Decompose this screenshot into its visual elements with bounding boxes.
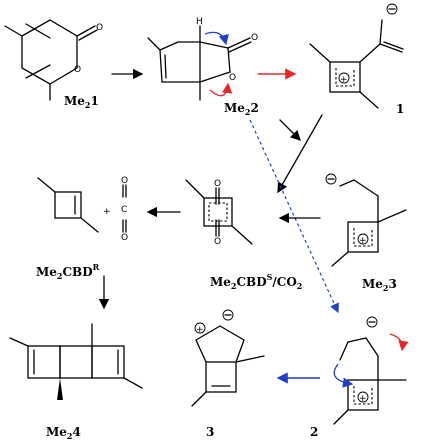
- atom-o-co2-bottom: O: [121, 233, 128, 243]
- label-me-4: Me24: [46, 425, 81, 441]
- atom-h: H: [196, 17, 203, 27]
- arrow-2-to-cbd: [279, 119, 301, 141]
- plus-cbd-co2: +: [103, 207, 111, 217]
- curved-arrow-blue-2: [333, 363, 354, 388]
- structure-me2-1: [4, 19, 98, 101]
- label-2: 2: [310, 425, 318, 439]
- plus-sign-cmpd2: +: [359, 394, 367, 404]
- cation-plus-cmpd3: [194, 322, 206, 334]
- structure-me2-3: [331, 179, 407, 267]
- structure-me2-cbd-s: [185, 179, 253, 245]
- cation-plus: [338, 72, 350, 84]
- anion-minus: [386, 3, 398, 15]
- label-me-1: Me21: [64, 94, 99, 110]
- atom-o-ring-2: O: [229, 73, 236, 83]
- label-3: 3: [206, 425, 214, 439]
- label-me-3: Me23: [362, 277, 397, 293]
- label-1: 1: [396, 102, 404, 116]
- anion-minus-3: [325, 173, 337, 185]
- atom-o-ring: O: [74, 65, 81, 75]
- anion-minus-cmpd3: [222, 309, 234, 321]
- double-bond: [25, 23, 51, 39]
- plus-sign-3: +: [359, 236, 367, 246]
- structure-co2: [122, 184, 127, 233]
- structure-me2-4: [9, 323, 143, 400]
- atom-o-carbonyl-2: O: [251, 33, 258, 43]
- curved-arrow-red-2: [389, 333, 409, 352]
- arrow-1-to-cbd: [277, 114, 323, 194]
- structure-me2-cbd-r: [37, 177, 99, 233]
- atom-o-cbds-top: O: [214, 179, 221, 189]
- cation-plus-cmpd2: [357, 391, 369, 403]
- anion-minus-cmpd2: [366, 316, 378, 328]
- label-me-cbd-r: Me2CBDR: [36, 262, 100, 281]
- carbonyl-bond: [76, 25, 96, 37]
- label-me-2: Me22: [224, 101, 259, 117]
- curved-arrow-red-1: [209, 82, 233, 97]
- structure-2: [333, 337, 407, 425]
- plus-sign-cmpd3: +: [196, 325, 204, 335]
- atom-o-cbds-bottom: O: [214, 237, 221, 247]
- methyl-bond: [4, 25, 23, 37]
- atom-o-carbonyl: O: [96, 23, 103, 33]
- structure-1: [309, 19, 404, 109]
- plus-sign-1: +: [340, 75, 348, 85]
- label-me-cbd-s: Me2CBDS/CO2: [210, 272, 302, 291]
- structure-me2-2: [147, 25, 252, 101]
- curved-arrow-blue-1: [204, 31, 229, 46]
- cation-plus-3: [357, 233, 369, 245]
- arrow-dashed-blue: [249, 119, 339, 314]
- atom-c-co2: C: [121, 205, 127, 215]
- structure-3: [191, 325, 265, 407]
- atom-o-co2-top: O: [121, 176, 128, 186]
